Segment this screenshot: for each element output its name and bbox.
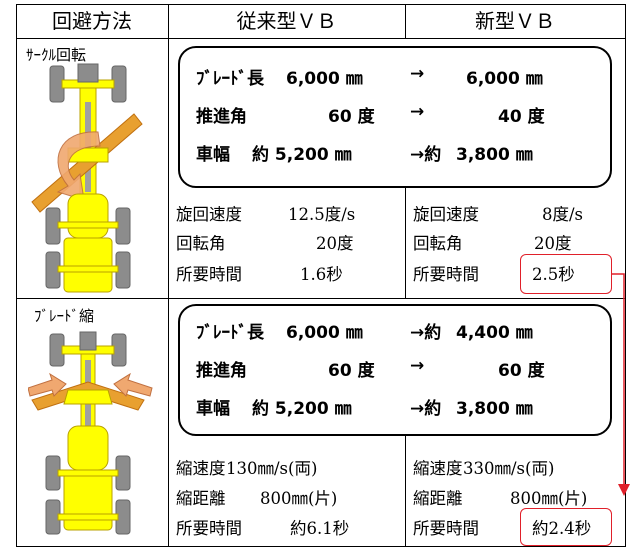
front-hub [79, 331, 97, 351]
row2-spec-blade-arrow: →約 [410, 323, 442, 343]
row2-spec-angle-arrow: → [410, 356, 425, 376]
row1-spec-angle-label: 推進角 [196, 107, 247, 127]
row1-spec-blade-label: ﾌﾞﾚｰﾄﾞ長 [196, 69, 264, 89]
row1-spec-angle-new: 40 度 [498, 107, 545, 127]
row2-new-time-value: 約2.4秒 [532, 519, 592, 538]
row1-spec-width-new: 3,800 ㎜ [456, 145, 533, 165]
row2-spec-box [178, 304, 612, 436]
rear-axle-2 [57, 265, 119, 273]
row2-spec-blade-old: 6,000 ㎜ [286, 323, 363, 343]
row1-old-speed-label: 旋回速度 [176, 205, 242, 224]
row1-spec-angle-arrow: → [410, 102, 425, 122]
row1-spec-width-label: 車幅 [196, 145, 230, 165]
row1-spec-blade-old: 6,000 ㎜ [286, 69, 363, 89]
header-new-vb: 新型ＶＢ [475, 9, 555, 33]
grader-blade-retract-icon [28, 331, 153, 535]
row1-spec-blade-new: 6,000 ㎜ [466, 69, 543, 89]
row2-new-dist-value: 800㎜(片) [510, 489, 588, 508]
row1-old-angle-value: 20度 [316, 234, 354, 253]
row1-spec-blade-arrow: → [410, 64, 425, 84]
row2-spec-width-old: 約 5,200 ㎜ [252, 399, 352, 419]
row-divider [16, 298, 626, 299]
row1-new-angle-label: 回転角 [413, 234, 463, 253]
row2-old-speed-value: 130㎜/s(両) [226, 459, 318, 478]
table-right-border [625, 4, 626, 547]
row1-new-speed-label: 旋回速度 [413, 205, 479, 224]
row1-spec-width-old: 約 5,200 ㎜ [252, 145, 352, 165]
blade-circle [63, 389, 113, 405]
rear-axle-1 [57, 221, 119, 229]
table-left-border [16, 4, 17, 547]
row1-spec-angle-old: 60 度 [328, 107, 375, 127]
row2-new-speed-value: 330㎜/s(両) [463, 459, 555, 478]
row2-new-dist-label: 縮距離 [413, 489, 463, 508]
rear-body [63, 237, 113, 293]
column-divider-2-row1 [405, 188, 406, 298]
header-method: 回避方法 [52, 9, 132, 33]
row1-spec-width-arrow: →約 [410, 145, 442, 165]
row1-new-angle-value: 20度 [534, 234, 572, 253]
header-bottom-border [16, 38, 626, 39]
row2-spec-angle-old: 60 度 [328, 361, 375, 381]
rotation-arrow [56, 131, 101, 201]
row2-new-time-highlight [520, 508, 612, 546]
row2-old-time-label: 所要時間 [176, 519, 242, 538]
row2-spec-width-new: 3,800 ㎜ [456, 399, 533, 419]
row2-method-label: ﾌﾞﾚｰﾄﾞ縮 [34, 307, 95, 325]
row1-spec-box [178, 46, 612, 188]
row2-spec-blade-new: 4,400 ㎜ [456, 323, 533, 343]
row2-old-time-value: 約6.1秒 [290, 519, 350, 538]
rear-axle-1 [57, 469, 119, 477]
row1-new-speed-value: 8度/s [542, 205, 584, 224]
column-divider-1 [168, 4, 169, 547]
row1-new-time-label: 所要時間 [413, 265, 479, 284]
front-hub [77, 63, 99, 83]
row2-spec-angle-label: 推進角 [196, 361, 247, 381]
row2-old-dist-label: 縮距離 [176, 489, 226, 508]
row2-old-dist-value: 800㎜(片) [260, 489, 338, 508]
row1-new-time-highlight [520, 254, 612, 294]
row2-spec-width-arrow: →約 [410, 399, 442, 419]
row1-old-time-label: 所要時間 [176, 265, 242, 284]
header-old-vb: 従来型ＶＢ [236, 9, 337, 33]
row2-new-speed-label: 縮速度 [413, 459, 463, 478]
row1-old-angle-label: 回転角 [176, 234, 226, 253]
row1-old-time-value: 1.6秒 [300, 265, 343, 284]
row1-new-time-value: 2.5秒 [532, 265, 575, 284]
row2-spec-width-label: 車幅 [196, 399, 230, 419]
arrow-left-inward [28, 372, 67, 397]
rear-axle-2 [57, 513, 119, 521]
column-divider-2-top [405, 4, 406, 38]
row2-old-speed-label: 縮速度 [176, 459, 226, 478]
row2-new-time-label: 所要時間 [413, 519, 479, 538]
row2-spec-blade-label: ﾌﾞﾚｰﾄﾞ長 [196, 323, 264, 343]
column-divider-2-row2 [405, 436, 406, 547]
arrow-right-inward [113, 372, 153, 397]
row1-method-label: ｻｰｸﾙ回転 [26, 46, 87, 64]
table-top-border [16, 4, 626, 5]
row2-spec-angle-new: 60 度 [498, 361, 545, 381]
row1-old-speed-value: 12.5度/s [288, 205, 356, 224]
grader-circle-rotation-icon [31, 63, 143, 293]
